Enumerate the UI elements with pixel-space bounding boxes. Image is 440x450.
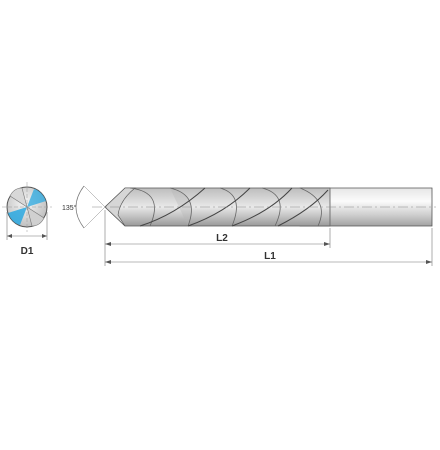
flute-highlight-upper xyxy=(9,187,28,208)
l1-arrow-left xyxy=(105,260,111,264)
l2-arrow-right xyxy=(324,242,330,246)
l1-label: L1 xyxy=(264,251,276,262)
length-dimensions: L2 L1 xyxy=(104,210,433,266)
flute-lip-4 xyxy=(277,189,329,227)
l2-label: L2 xyxy=(216,233,228,244)
d1-label: D1 xyxy=(21,246,34,257)
angle-label: 135° xyxy=(62,204,77,212)
flute-curve-4 xyxy=(261,187,281,227)
d1-arrow-right xyxy=(42,234,47,238)
angle-arc xyxy=(75,185,85,229)
flute-curve-5 xyxy=(299,187,322,227)
d1-arrow-left xyxy=(7,234,12,238)
flute-lip-2 xyxy=(187,187,251,227)
angle-leader-upper xyxy=(83,185,106,208)
flute-highlight-blue-right xyxy=(27,189,46,207)
flute-highlight-blue-left xyxy=(8,207,27,225)
flute-curve-1 xyxy=(129,187,155,227)
flute-lip-1 xyxy=(139,187,206,227)
flute-highlight-lower xyxy=(26,206,45,227)
flute-lip-3 xyxy=(231,187,293,227)
end-view: D1 xyxy=(2,182,52,257)
l1-arrow-right xyxy=(426,260,432,264)
angle-leader-lower xyxy=(83,206,106,229)
drill-side-view xyxy=(92,187,436,227)
point-angle-annotation: 135° xyxy=(62,185,106,229)
l2-arrow-left xyxy=(105,242,111,246)
